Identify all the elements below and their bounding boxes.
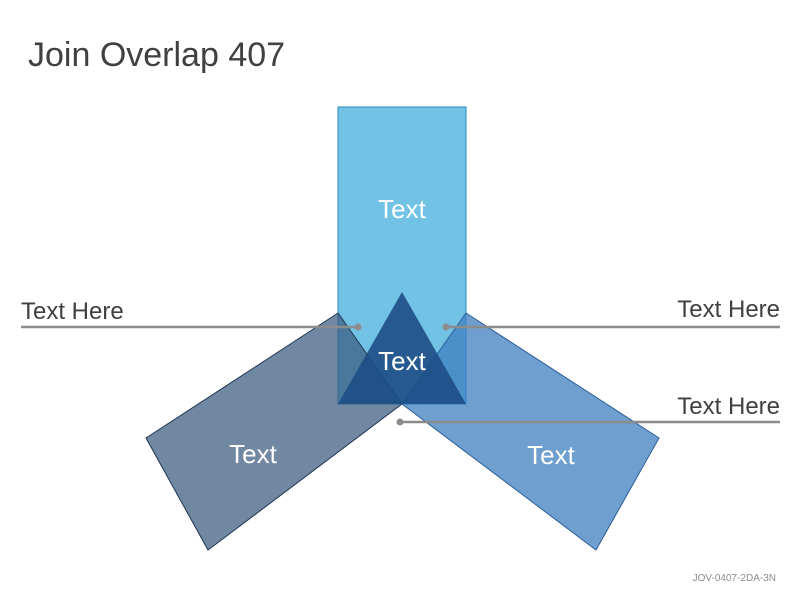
center-label: Text xyxy=(378,346,426,376)
callout-text-right-top: Text Here xyxy=(677,296,780,323)
left-bar-label: Text xyxy=(229,439,277,469)
callout-dot-right-bottom xyxy=(396,418,404,426)
left-bar-shape xyxy=(145,312,403,551)
callout-dot-right-top xyxy=(442,323,450,331)
callout-text-right-bottom: Text Here xyxy=(677,393,780,420)
callout-text-left: Text Here xyxy=(21,298,124,325)
right-bar-shape xyxy=(401,312,660,551)
callout-dot-left xyxy=(354,323,362,331)
top-bar-label: Text xyxy=(378,194,426,224)
page-title: Join Overlap 407 xyxy=(28,36,286,74)
center-triangle-shape xyxy=(338,292,466,404)
slide-code: JOV-0407-2DA-3N xyxy=(692,573,776,584)
right-bar-label: Text xyxy=(527,440,575,470)
